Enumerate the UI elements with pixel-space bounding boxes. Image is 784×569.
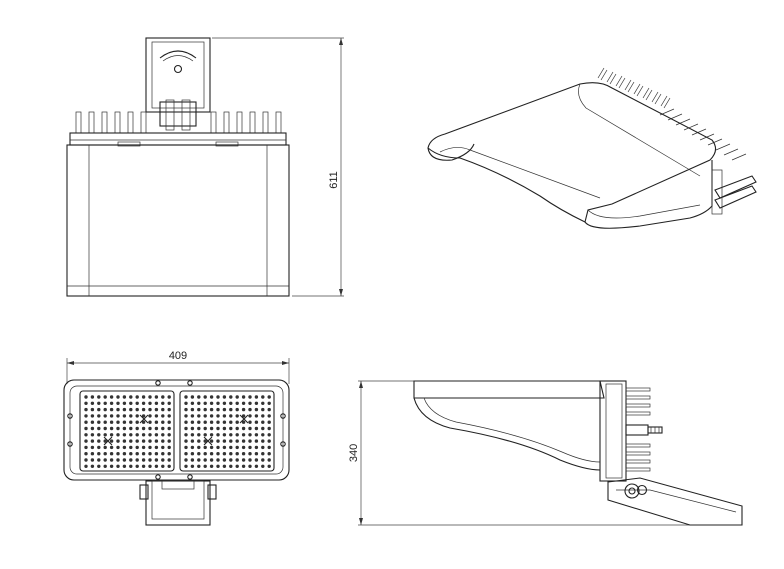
visor-profile: [413, 380, 605, 399]
perspective-fins: [597, 67, 747, 161]
led-panel-left: [79, 390, 175, 472]
height-label: 611: [328, 171, 340, 189]
bottom-bracket: [145, 480, 211, 526]
bracket-slot: [159, 50, 197, 59]
height-dimension: 611: [212, 37, 344, 297]
heatsink-fins: [75, 111, 282, 134]
led-array: [84, 395, 271, 468]
side-view: 340: [348, 380, 743, 526]
front-view: [66, 37, 290, 297]
bottom-view: 409: [63, 350, 290, 526]
lens-frame: [63, 379, 290, 481]
width-label: 409: [169, 350, 187, 362]
visor-top: [427, 82, 717, 223]
width-dimension: 409: [66, 350, 290, 384]
depth-dimension: 340: [348, 380, 742, 526]
side-bracket: [607, 477, 743, 526]
heatsink-base: [69, 132, 287, 146]
perspective-view: [427, 67, 757, 229]
bracket-hole: [173, 64, 183, 74]
depth-label: 340: [348, 444, 360, 462]
lamp-body: [66, 144, 290, 297]
bracket-plate: [145, 37, 211, 113]
led-panel-right: [179, 390, 275, 472]
visor-lip: [427, 143, 475, 161]
side-fins: [625, 387, 651, 472]
